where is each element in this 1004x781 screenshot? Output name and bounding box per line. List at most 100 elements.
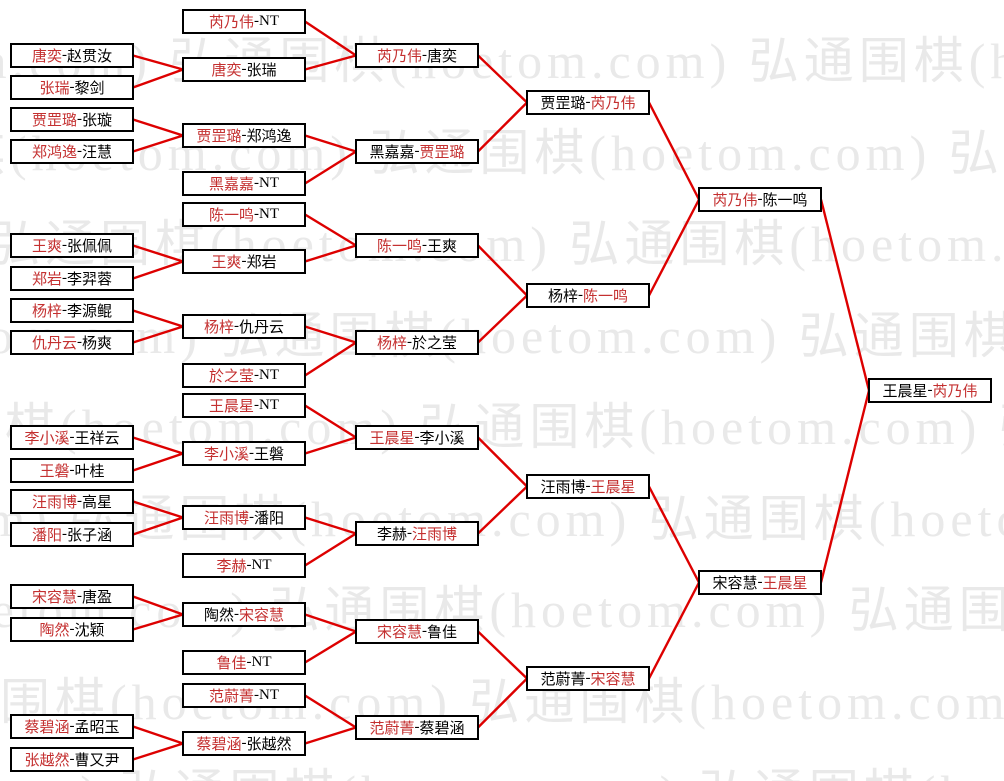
bracket-line (132, 516, 184, 536)
bracket-line (132, 54, 184, 71)
match-box: 王晨星-芮乃伟 (868, 378, 992, 403)
winner-name: 陶然 (39, 623, 70, 639)
winner-name: 蔡碧涵 (24, 720, 70, 736)
match-box: 陈一鸣-王爽 (355, 233, 479, 258)
winner-name: 宋容慧 (31, 590, 77, 606)
winner-name: 郑岩 (31, 272, 62, 288)
dash-separator: - (234, 318, 239, 334)
match-box: 陶然-宋容慧 (182, 602, 306, 627)
bracket-line (132, 68, 184, 89)
bracket-line (304, 630, 357, 664)
loser-name: NT (259, 367, 279, 383)
dash-separator: - (62, 526, 67, 542)
loser-name: 陶然 (203, 608, 234, 624)
loser-name: 张子涵 (67, 528, 113, 544)
dash-separator: - (407, 525, 412, 541)
dash-separator: - (249, 509, 254, 525)
bracket-line (132, 244, 184, 263)
bracket-line (132, 725, 184, 745)
match-box: 潘阳-张子涵 (10, 522, 134, 547)
winner-name: 宋容慧 (239, 608, 285, 624)
match-box: 鲁佳-NT (182, 650, 306, 675)
bracket-line (647, 485, 701, 584)
bracket-line (132, 613, 184, 631)
winner-name: 汪雨博 (412, 527, 458, 543)
winner-name: 芮乃伟 (376, 49, 422, 65)
match-box: 汪雨博-王晨星 (526, 474, 650, 499)
bracket-line (647, 198, 701, 297)
winner-name: 杨梓 (203, 320, 234, 336)
match-box: 宋容慧-鲁佳 (355, 619, 479, 644)
dash-separator: - (241, 253, 247, 269)
loser-name: 李羿蓉 (67, 272, 113, 288)
dash-separator: - (254, 206, 259, 222)
match-box: 唐奕-张瑞 (182, 57, 306, 82)
watermark-row: 弘通围棋(hoetom.com) 弘通围棋(hoetom.com) 弘通围棋(h… (0, 399, 1004, 455)
winner-name: 汪雨博 (31, 495, 77, 511)
dash-separator: - (69, 718, 75, 734)
bracket-line (477, 101, 528, 153)
winner-name: 鲁佳 (216, 656, 247, 672)
winner-name: 贾罡璐 (419, 145, 465, 161)
dash-separator: - (254, 367, 259, 383)
winner-name: 杨梓 (376, 336, 407, 352)
match-box: 杨梓-仇丹云 (182, 314, 306, 339)
match-box: 王磐-叶桂 (10, 458, 134, 483)
winner-name: 李赫 (216, 559, 247, 575)
bracket-line (132, 452, 184, 472)
winner-name: 於之莹 (208, 369, 254, 385)
match-box: 陶然-沈颖 (10, 617, 134, 642)
dash-separator: - (77, 588, 82, 604)
winner-name: 王晨星 (590, 480, 636, 496)
match-box: 范蔚菁-NT (182, 683, 306, 708)
dash-separator: - (241, 127, 247, 143)
bracket-line (477, 244, 528, 297)
bracket-line (304, 726, 357, 745)
bracket-line (304, 54, 357, 71)
bracket-line (304, 134, 357, 153)
loser-name: NT (259, 175, 279, 191)
match-box: 芮乃伟-陈一鸣 (698, 187, 822, 212)
match-box: 李赫-NT (182, 553, 306, 578)
winner-name: 王爽 (211, 255, 242, 271)
match-box: 贾罡璐-芮乃伟 (526, 90, 650, 115)
loser-name: NT (259, 687, 279, 703)
winner-name: 贾罡璐 (196, 129, 242, 145)
winner-name: 芮乃伟 (590, 96, 636, 112)
match-box: 郑岩-李羿蓉 (10, 266, 134, 291)
loser-name: 唐盈 (82, 590, 113, 606)
match-box: 王晨星-李小溪 (355, 425, 479, 450)
dash-separator: - (414, 143, 420, 159)
bracket-line (132, 260, 184, 280)
dash-separator: - (757, 574, 763, 590)
dash-separator: - (234, 606, 239, 622)
bracket-line (647, 581, 701, 680)
loser-name: NT (251, 557, 272, 573)
match-box: 张越然-曹又尹 (10, 747, 134, 772)
match-box: 李赫-汪雨博 (355, 521, 479, 546)
bracket-line (304, 532, 357, 567)
loser-name: 郑鸿逸 (246, 129, 292, 145)
winner-name: 李小溪 (24, 431, 70, 447)
winner-name: 芮乃伟 (208, 15, 254, 31)
bracket-line (477, 436, 528, 488)
match-box: 蔡碧涵-张越然 (182, 731, 306, 756)
loser-name: 孟昭玉 (74, 720, 120, 736)
bracket-line (132, 134, 184, 153)
match-box: 张瑞-黎剑 (10, 75, 134, 100)
loser-name: 杨梓 (547, 289, 578, 305)
loser-name: 陈一鸣 (762, 193, 808, 209)
loser-name: 於之莹 (412, 336, 458, 352)
loser-name: NT (259, 13, 279, 29)
winner-name: 宋容慧 (590, 672, 636, 688)
bracket-line (304, 150, 357, 185)
dash-separator: - (422, 237, 427, 253)
loser-name: 张越然 (246, 737, 292, 753)
bracket-line (132, 742, 184, 761)
bracket-line (132, 436, 184, 455)
winner-name: 郑鸿逸 (31, 145, 77, 161)
match-box: 仇丹云-杨爽 (10, 330, 134, 355)
loser-name: 赵贯汝 (67, 49, 113, 65)
dash-separator: - (69, 462, 75, 478)
dash-separator: - (69, 621, 75, 637)
